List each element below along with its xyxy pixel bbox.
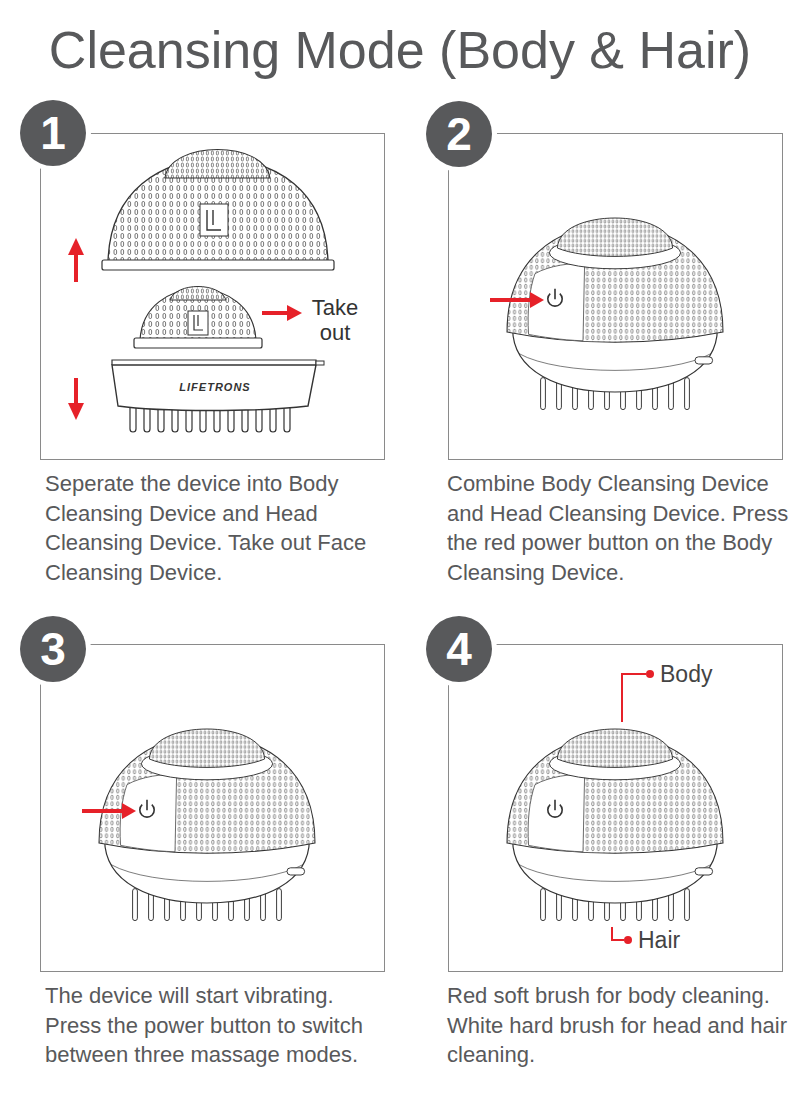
logo-tile — [188, 311, 208, 335]
tray-tab — [316, 361, 324, 365]
power-arrow-head — [122, 803, 136, 819]
tray-lip — [112, 360, 316, 365]
logo-mark — [194, 315, 203, 330]
part-label: Take out — [304, 295, 366, 345]
page-title: Cleansing Mode (Body & Hair) — [0, 20, 800, 80]
body-device-plate — [102, 260, 334, 270]
face-device-plate — [134, 338, 262, 348]
leader-line — [612, 927, 624, 940]
step-number: 3 — [40, 626, 66, 672]
device-illustration — [99, 729, 315, 921]
step-caption: The device will start vibrating. Press t… — [45, 981, 395, 1070]
arrow-up-head — [68, 238, 84, 255]
arrow-right-head — [287, 305, 302, 321]
part-label: Hair — [638, 926, 680, 954]
step-number-badge: 3 — [20, 616, 86, 682]
head-cleansing-tray — [112, 365, 316, 411]
exploded-view — [68, 150, 334, 433]
part-label: Body — [660, 660, 712, 688]
step-number: 1 — [40, 110, 66, 156]
device-illustration — [507, 218, 723, 410]
body-device-cap — [165, 150, 270, 179]
face-device-cap — [170, 287, 226, 301]
step-caption: Seperate the device into Body Cleansing … — [45, 469, 395, 587]
step-number-badge: 1 — [20, 100, 86, 166]
step-panel: Combine Body Cleansing Device and Head C… — [448, 133, 783, 460]
power-arrow-shaft — [490, 298, 532, 302]
step-number-badge: 4 — [426, 616, 492, 682]
device-illustration — [507, 729, 723, 921]
power-arrow-head — [530, 292, 544, 308]
logo-mark — [207, 210, 221, 230]
power-arrow-shaft — [82, 809, 124, 813]
arrow-down-head — [68, 403, 84, 420]
brand-mark: LIFETRONS — [155, 380, 275, 394]
step-panel: The device will start vibrating. Press t… — [40, 644, 385, 972]
leader-dot — [624, 936, 632, 944]
step-panel: Red soft brush for body cleaning. White … — [448, 644, 783, 972]
leader-dot — [646, 670, 654, 678]
step-number: 2 — [446, 111, 472, 157]
step-number-badge: 2 — [426, 101, 492, 167]
arrow-down-shaft — [74, 378, 78, 406]
leader-line — [622, 674, 646, 722]
step-caption: Red soft brush for body cleaning. White … — [447, 981, 792, 1070]
logo-tile — [200, 204, 228, 236]
arrow-up-shaft — [74, 252, 78, 282]
step-number: 4 — [446, 626, 472, 672]
arrow-right-shaft — [262, 311, 290, 315]
step-caption: Combine Body Cleansing Device and Head C… — [447, 469, 792, 587]
